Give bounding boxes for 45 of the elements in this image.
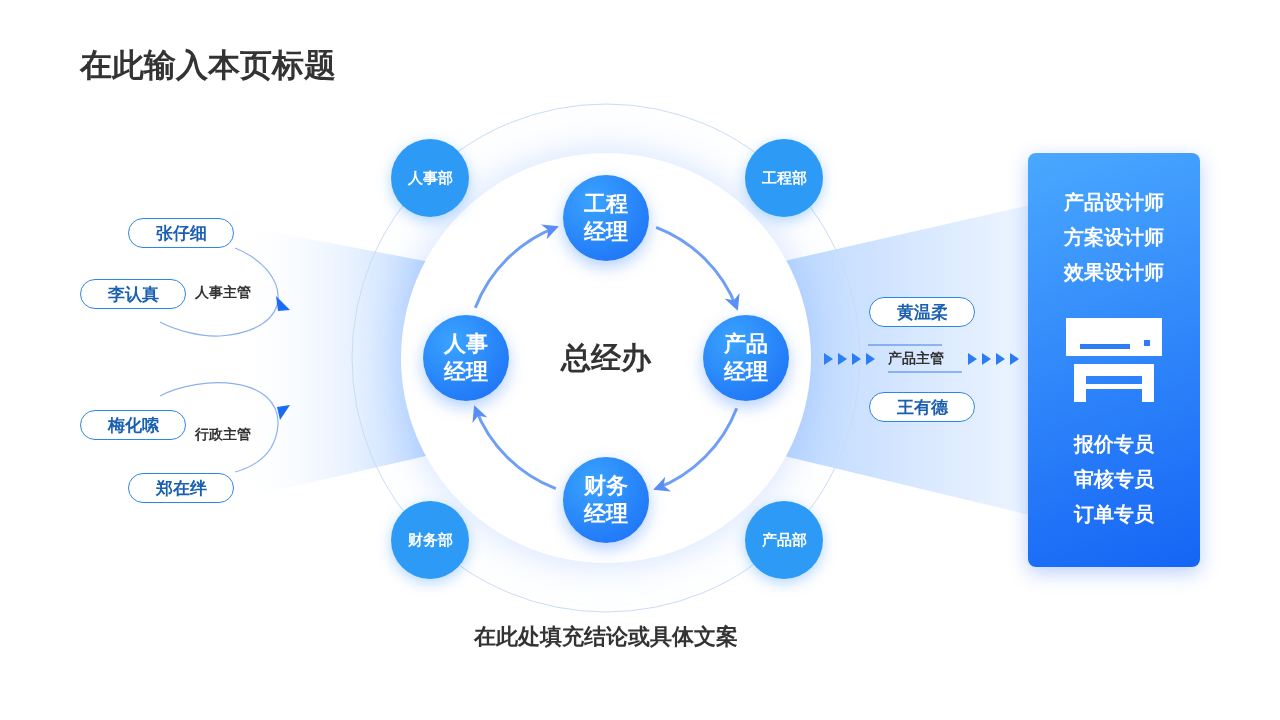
manager-circle (703, 315, 789, 401)
name-text: 张仔细 (155, 222, 207, 245)
manager-circle (563, 457, 649, 543)
role-panel (1028, 153, 1200, 567)
name-tag (128, 218, 234, 248)
name-text: 郑在绊 (155, 477, 207, 500)
arrow (655, 225, 739, 311)
role-text: 方案设计师 (1063, 225, 1165, 250)
role-text: 效果设计师 (1062, 260, 1165, 285)
arrow (473, 225, 559, 309)
arrow (473, 405, 557, 491)
role-label: 产品主管 (888, 350, 944, 368)
name-text: 黄温柔 (896, 301, 948, 324)
circle-label: 产品部 (761, 530, 807, 550)
name-text: 梅化嗦 (107, 414, 159, 437)
department-circle (745, 139, 823, 217)
role-label: 人事主管 (195, 284, 251, 302)
circle-label: 工程经理 (582, 190, 629, 246)
name-tag (80, 410, 186, 440)
department-circle (391, 501, 469, 579)
manager-circle (563, 175, 649, 261)
circle-label: 人事经理 (442, 330, 489, 386)
role-text: 产品设计师 (1063, 190, 1165, 215)
role-label: 行政主管 (195, 426, 251, 444)
manager-circle (423, 315, 509, 401)
department-circle (745, 501, 823, 579)
name-tag (128, 473, 234, 503)
name-text: 王有德 (896, 396, 948, 419)
arrow (653, 407, 739, 491)
department-circle (391, 139, 469, 217)
circle-label: 财务经理 (582, 472, 629, 528)
center-label: 总经办 (561, 339, 651, 376)
name-tag (869, 392, 975, 422)
name-tag (80, 279, 186, 309)
role-text: 审核专员 (1073, 467, 1155, 492)
circle-label: 工程部 (761, 168, 807, 188)
role-text: 报价专员 (1072, 432, 1155, 457)
role-text: 订单专员 (1072, 502, 1155, 527)
page-title: 在此输入本页标题 (80, 46, 336, 85)
name-text: 李认真 (107, 283, 159, 306)
circle-label: 财务部 (407, 530, 453, 550)
caption-text: 在此处填充结论或具体文案 (473, 623, 739, 651)
name-tag (869, 297, 975, 327)
circle-label: 人事部 (407, 168, 453, 188)
circle-label: 产品经理 (722, 330, 769, 386)
